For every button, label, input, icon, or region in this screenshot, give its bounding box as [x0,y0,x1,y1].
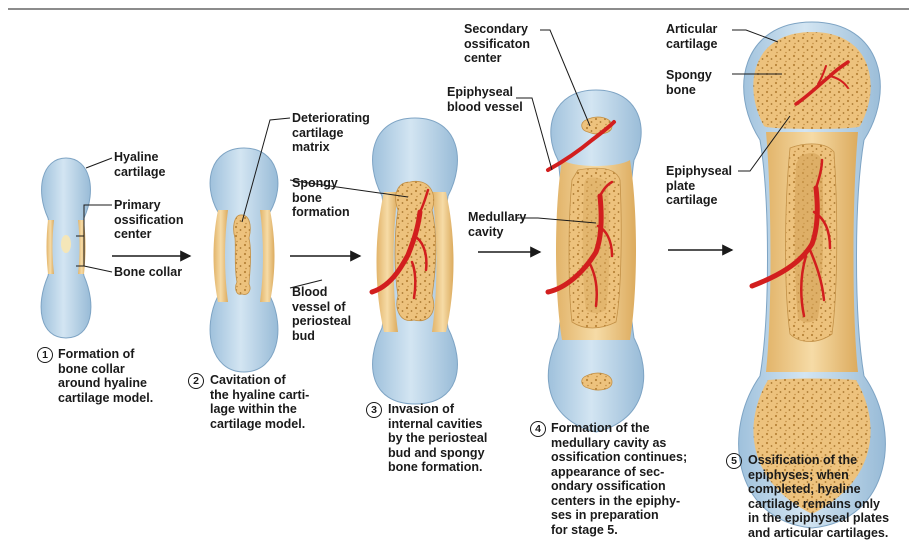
label-epiphyseal-plate: Epiphyseal plate cartilage [666,164,732,208]
bone-stage-3 [372,118,457,404]
label-epiphyseal-blood-vessel: Epiphyseal blood vessel [447,85,523,114]
stage-4-number: 4 [530,421,546,437]
stage-5-number: 5 [726,453,742,469]
stage-2-caption: Cavitation of the hyaline carti- lage wi… [210,373,309,431]
label-periosteal-bud: Blood vessel of periosteal bud [292,285,351,343]
label-deteriorating-matrix: Deteriorating cartilage matrix [292,111,370,155]
stage-2-number: 2 [188,373,204,389]
stage-4-caption: Formation of the medullary cavity as oss… [551,421,687,537]
stage-1-caption: Formation of bone collar around hyaline … [58,347,153,405]
stage-5-caption: Ossification of the epiphyses; when comp… [748,453,889,540]
stage-3-number: 3 [366,402,382,418]
bone-stage-2 [210,148,278,372]
label-spongy-bone: Spongy bone [666,68,712,97]
label-articular-cartilage: Articular cartilage [666,22,717,51]
bone-stage-4 [548,90,644,432]
label-medullary-cavity: Medullary cavity [468,210,526,239]
label-spongy-bone-formation: Spongy bone formation [292,176,350,220]
bone-stage-1 [41,158,91,338]
label-hyaline-cartilage: Hyaline cartilage [114,150,165,179]
stage-1-number: 1 [37,347,53,363]
label-bone-collar: Bone collar [114,265,182,280]
label-primary-ossification-center: Primary ossification center [114,198,183,242]
label-secondary-ossification-center: Secondary ossificaton center [464,22,530,66]
stage-3-caption: Invasion of internal cavities by the per… [388,402,487,475]
